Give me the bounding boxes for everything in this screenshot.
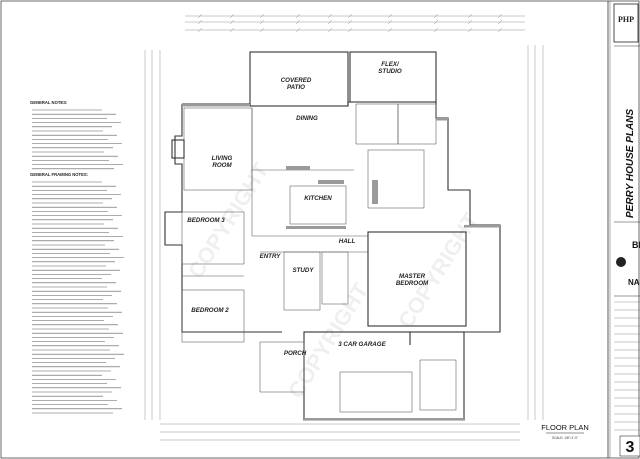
- room-label-porch: PORCH: [284, 350, 307, 357]
- logo-icon: [613, 3, 639, 43]
- room-label-kitchen: KITCHEN: [304, 195, 332, 202]
- room-label-bedroom-3: BEDROOM 3: [187, 217, 225, 224]
- room-label-garage: 3 CAR GARAGE: [338, 341, 386, 348]
- room-label-hall: HALL: [339, 238, 356, 245]
- brand-name: PERRY HOUSE PLANS: [625, 109, 636, 218]
- svg-text:PHP: PHP: [618, 15, 634, 24]
- plan-title-block: FLOOR PLAN SCALE: 1/8"=1'-0": [541, 423, 589, 440]
- building-walls: [164, 51, 501, 421]
- general-framing-notes-text: [32, 181, 124, 414]
- plan-title: FLOOR PLAN: [541, 423, 589, 432]
- room-label-study: STUDY: [293, 267, 315, 274]
- title-block: PHP PERRY HOUSE PLANS BI NAH 3: [607, 1, 640, 458]
- general-notes-text: [32, 109, 123, 170]
- room-label-entry: ENTRY: [260, 253, 282, 260]
- general-framing-notes-title: GENERAL FRAMING NOTES:: [30, 172, 88, 177]
- general-notes: GENERAL NOTES: GENERAL FRAMING NOTES:: [30, 100, 124, 414]
- room-label-dining: DINING: [296, 115, 318, 122]
- room-label-flex-studio: FLEX/STUDIO: [378, 61, 402, 75]
- dimension-lines: [144, 13, 544, 441]
- plan-scale: SCALE: 1/8"=1'-0": [552, 436, 578, 440]
- sheet-number: 3: [626, 439, 635, 456]
- member-seal-icon: [616, 257, 626, 267]
- nahb-badge: NAH: [628, 278, 640, 287]
- general-notes-title: GENERAL NOTES:: [30, 100, 67, 105]
- room-label-bedroom-2: BEDROOM 2: [191, 307, 229, 314]
- copyright-watermark: COPYRIGHT COPYRIGHT COPYRIGHT: [183, 158, 484, 403]
- bi-badge: BI: [632, 240, 640, 250]
